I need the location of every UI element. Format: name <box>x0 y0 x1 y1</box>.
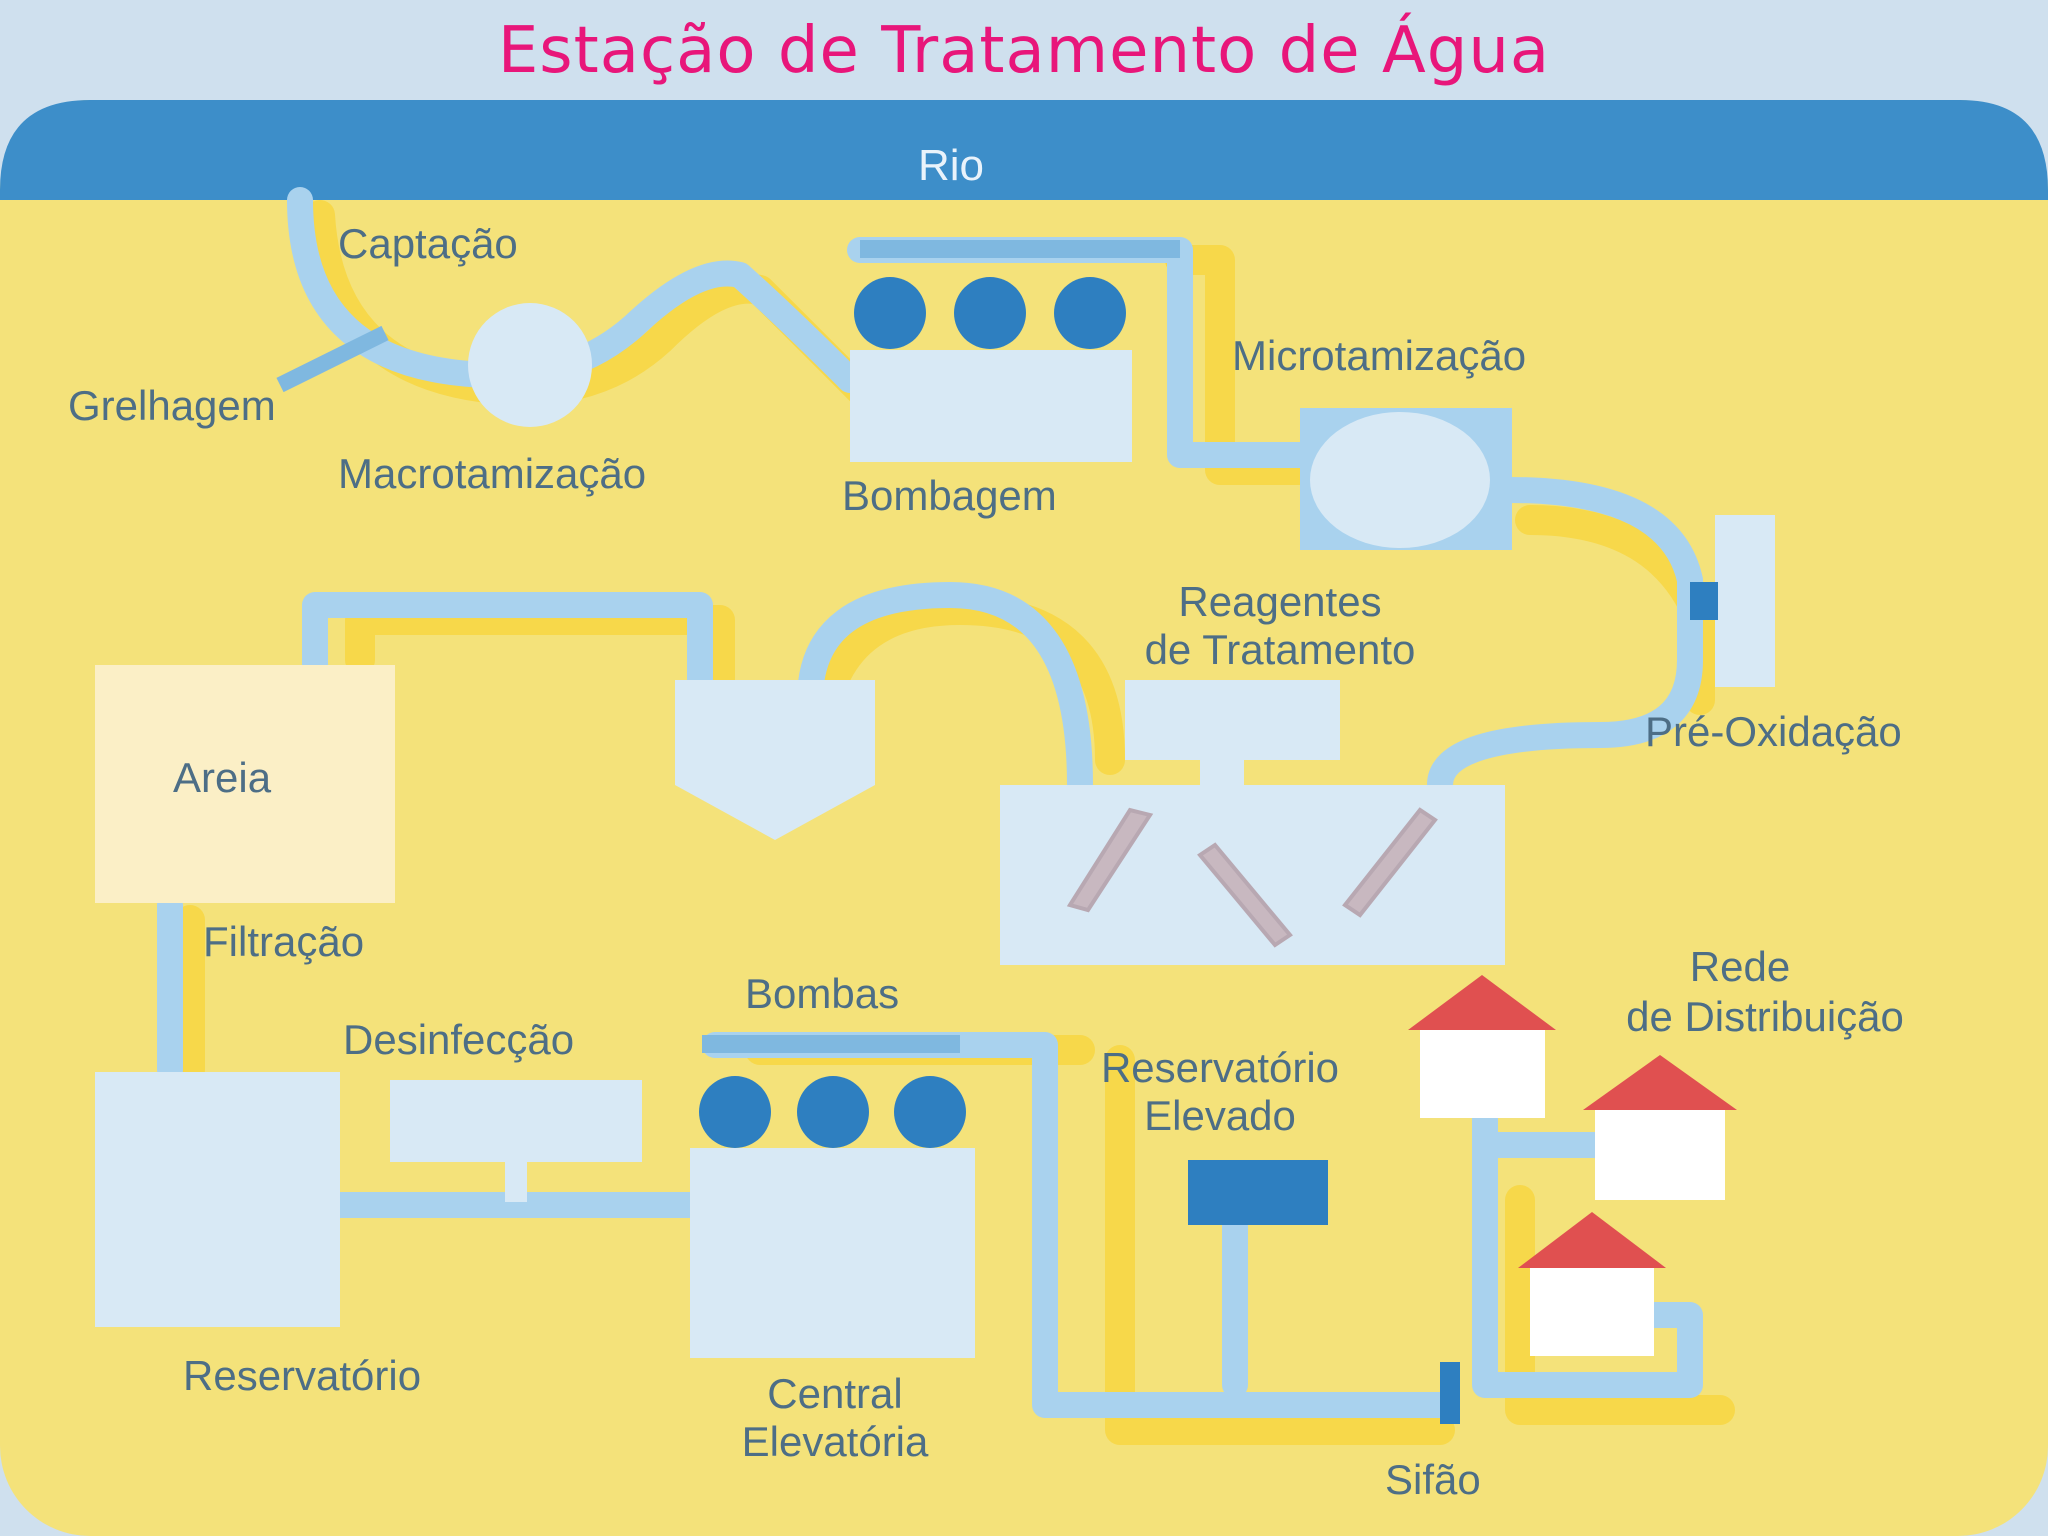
label-sifao: Sifão <box>1385 1456 1481 1503</box>
pipe-network <box>1472 1097 1703 1398</box>
label-macrotamizacao: Macrotamização <box>338 450 647 497</box>
pre-oxidacao-valve <box>1690 582 1718 620</box>
macrotamizacao-drum <box>468 303 592 427</box>
label-bombagem: Bombagem <box>842 472 1057 519</box>
bombas-header <box>702 1035 960 1053</box>
label-reservatorio: Reservatório <box>183 1352 422 1399</box>
label-microtamizacao: Microtamização <box>1232 332 1527 379</box>
microtamizacao-drum <box>1310 412 1490 548</box>
house-3 <box>1518 1212 1666 1356</box>
pipe-to-preox <box>1427 477 1703 798</box>
sifao-valve <box>1440 1362 1460 1424</box>
page-title: Estação de Tratamento de Água <box>497 14 1551 88</box>
label-filtracao: Filtração <box>203 918 365 965</box>
grelhagem-grate <box>276 325 389 393</box>
desinfeccao-feed <box>505 1160 527 1202</box>
label-grelhagem: Grelhagem <box>68 382 276 429</box>
label-bombas: Bombas <box>745 970 900 1017</box>
central-elevatoria-tank <box>690 1148 975 1358</box>
label-res-elevado-2: Elevado <box>1144 1092 1296 1139</box>
floculador-tank <box>1000 785 1505 965</box>
label-areia: Areia <box>173 754 272 801</box>
label-desinfeccao: Desinfecção <box>343 1016 575 1063</box>
pipes <box>157 187 1703 1418</box>
desinfeccao-tank <box>390 1080 642 1162</box>
reservatorio-elevado-tank <box>1188 1160 1328 1225</box>
areia-filter <box>95 665 395 903</box>
house-2 <box>1583 1055 1737 1200</box>
bombas-pumps <box>699 1076 966 1148</box>
pipe-to-sand <box>302 592 713 693</box>
label-central-1: Central <box>767 1370 903 1417</box>
label-captacao: Captação <box>338 220 518 267</box>
pipe-intake <box>287 187 863 393</box>
label-reagentes-2: de Tratamento <box>1144 626 1416 673</box>
bombagem-pumps <box>854 277 1126 349</box>
label-rede-2: de Distribuição <box>1626 993 1904 1040</box>
label-reagentes-1: Reagentes <box>1178 578 1382 625</box>
label-rede-1: Rede <box>1689 943 1791 990</box>
label-pre-oxidacao: Pré-Oxidação <box>1645 708 1902 755</box>
bombagem-header <box>860 240 1180 258</box>
label-central-2: Elevatória <box>741 1418 929 1465</box>
label-res-elevado-1: Reservatório <box>1100 1044 1340 1091</box>
pre-oxidacao-tank <box>1715 515 1775 687</box>
floculador-mixers <box>1066 807 1438 948</box>
decantador-tank <box>675 680 875 840</box>
reservatorio-tank <box>95 1072 340 1327</box>
house-1 <box>1408 975 1556 1118</box>
pipe-decanter <box>797 582 1093 798</box>
reagentes-tank <box>1125 680 1340 760</box>
label-rio: Rio <box>918 141 985 190</box>
bombagem-tank <box>850 350 1132 462</box>
river <box>0 100 2048 200</box>
